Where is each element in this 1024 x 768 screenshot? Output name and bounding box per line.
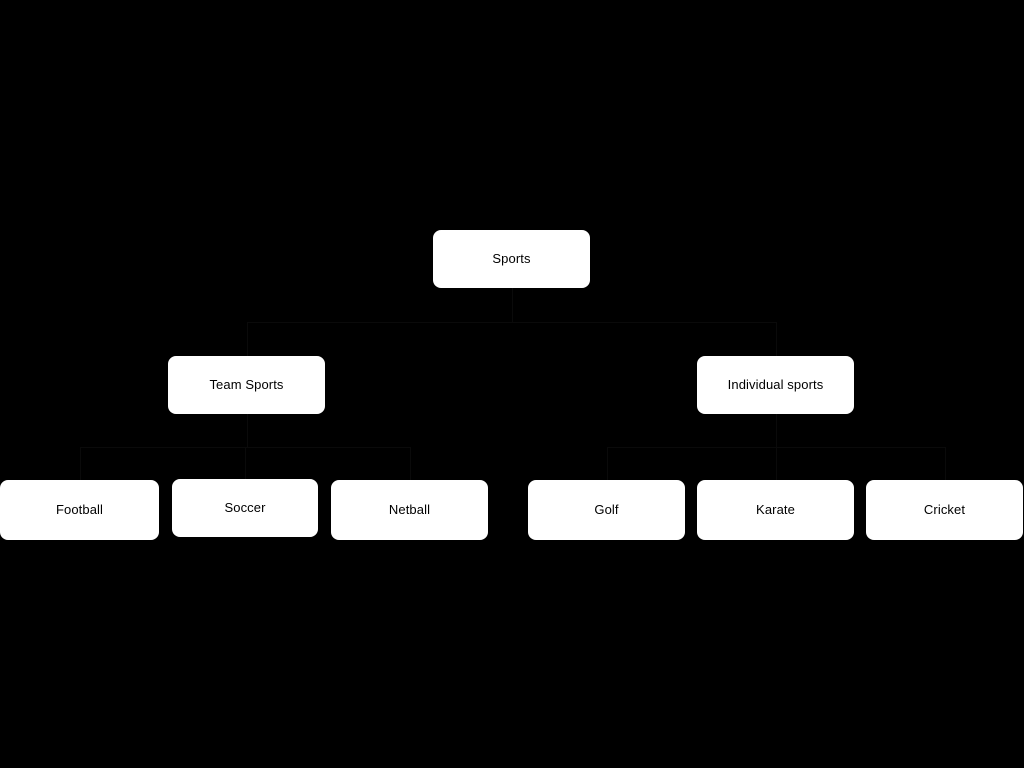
node-sports[interactable]: Sports <box>433 230 590 288</box>
edge-team-to-netball-drop <box>409 447 411 480</box>
edge-individual-to-golf-across <box>606 447 776 448</box>
node-soccer-label: Soccer <box>224 500 266 516</box>
node-karate-label: Karate <box>756 502 795 518</box>
edge-team-to-netball-down <box>246 414 248 447</box>
edge-individual-to-cricket-across <box>775 447 945 448</box>
node-individual-sports[interactable]: Individual sports <box>697 356 854 414</box>
node-team-sports[interactable]: Team Sports <box>168 356 325 414</box>
edge-sports-to-individual-drop <box>775 322 777 356</box>
edge-team-to-football-drop <box>79 447 81 480</box>
edge-individual-to-karate-drop <box>775 447 777 480</box>
node-football[interactable]: Football <box>0 480 159 540</box>
node-netball[interactable]: Netball <box>331 480 488 540</box>
node-sports-label: Sports <box>492 251 531 267</box>
edge-sports-to-team-across <box>246 322 512 323</box>
node-golf[interactable]: Golf <box>528 480 685 540</box>
node-individual-sports-label: Individual sports <box>727 377 824 393</box>
node-cricket[interactable]: Cricket <box>866 480 1023 540</box>
edge-individual-to-cricket-drop <box>944 447 946 480</box>
node-team-sports-label: Team Sports <box>209 377 284 393</box>
edge-sports-to-individual-across <box>511 322 776 323</box>
node-soccer[interactable]: Soccer <box>172 479 318 537</box>
edge-individual-to-cricket-down <box>775 414 777 447</box>
edge-sports-to-team-drop <box>246 322 248 356</box>
edge-team-to-netball-across <box>246 447 410 448</box>
node-karate[interactable]: Karate <box>697 480 854 540</box>
edge-sports-to-individual-down <box>511 288 513 322</box>
node-football-label: Football <box>55 502 104 518</box>
node-cricket-label: Cricket <box>923 502 966 518</box>
node-golf-label: Golf <box>594 502 619 518</box>
edge-team-to-soccer-drop <box>245 446 246 479</box>
edge-team-to-football-across <box>79 447 247 448</box>
edge-individual-to-golf-drop <box>606 447 608 480</box>
node-netball-label: Netball <box>388 502 431 518</box>
